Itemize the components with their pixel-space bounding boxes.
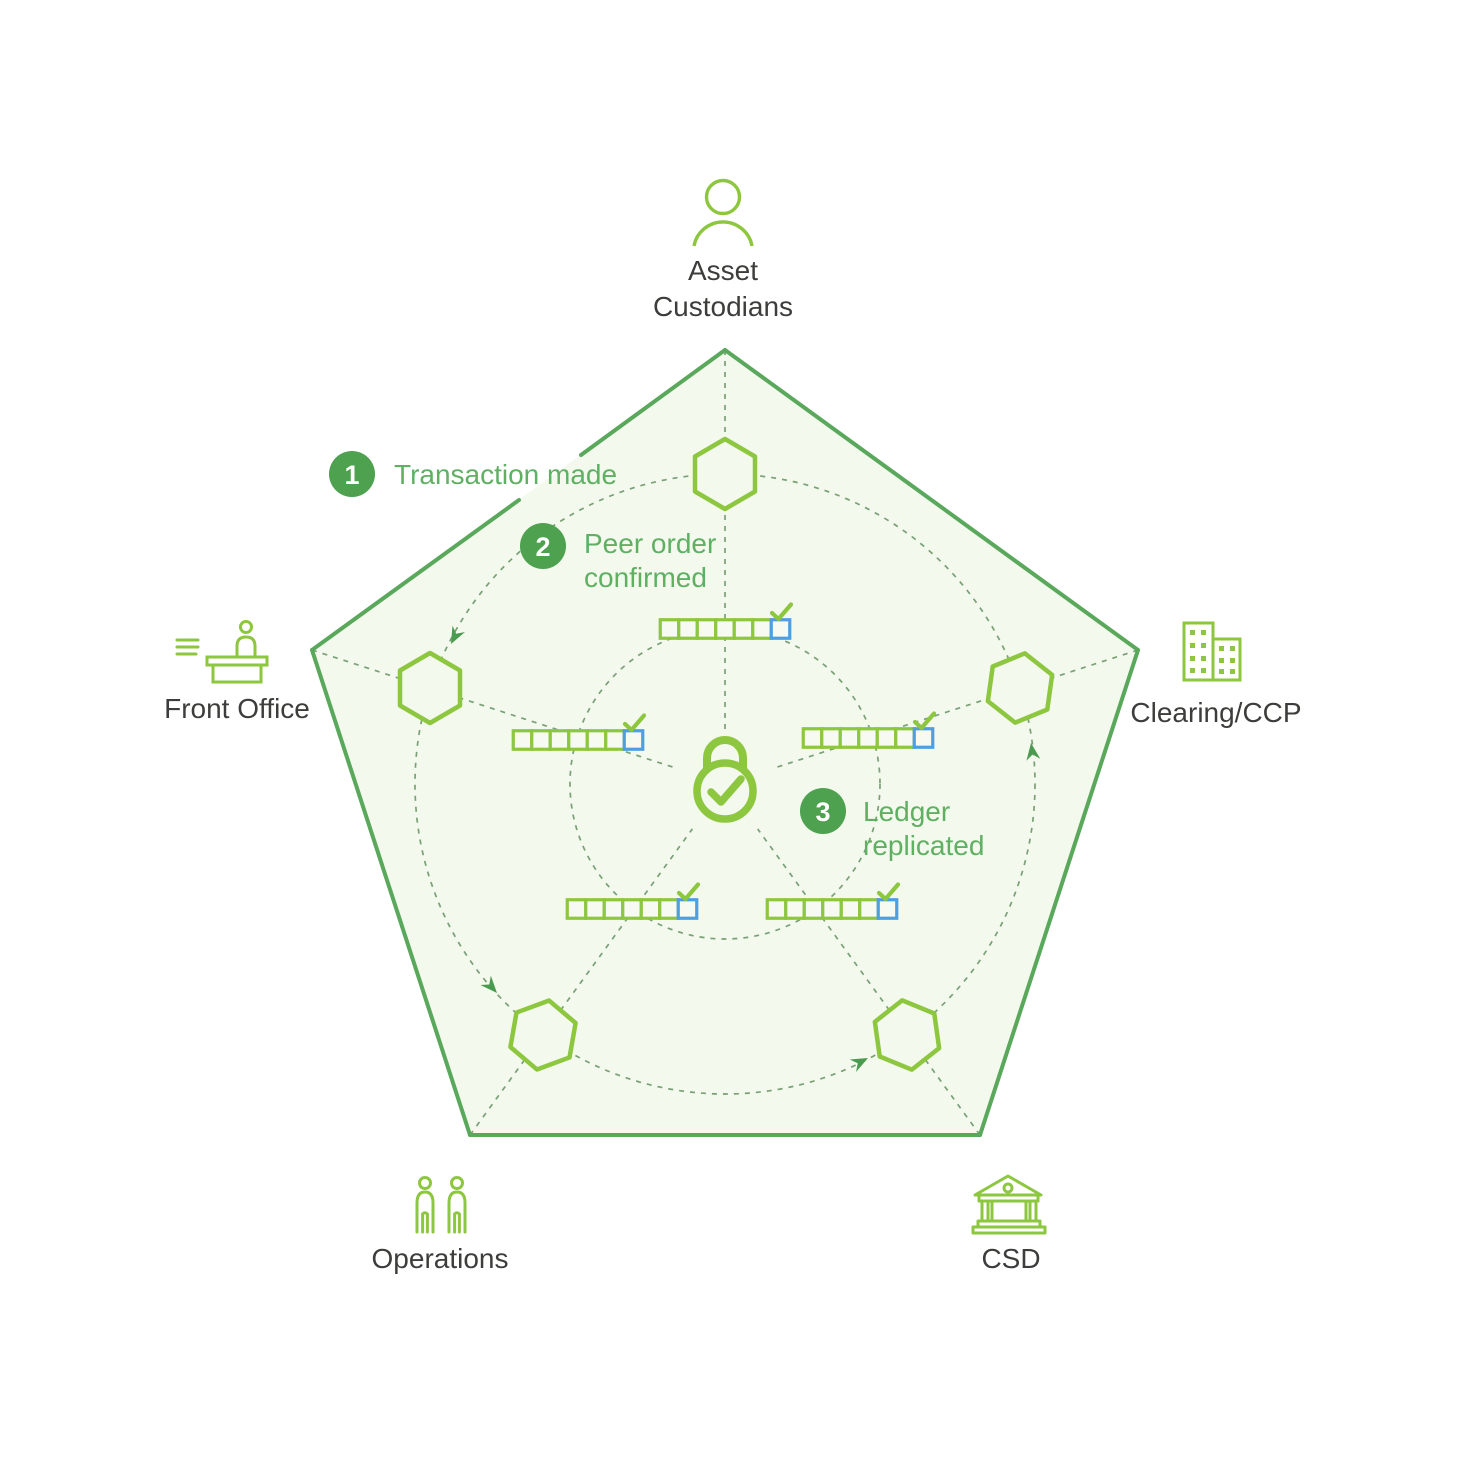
check-icon (622, 713, 647, 733)
ledger-rows (511, 602, 937, 920)
node-label-asset: Asset (688, 255, 758, 286)
check-icon (876, 882, 901, 902)
node-label-clearing-ccp: Clearing/CCP (1130, 697, 1301, 728)
ledger-row-right (801, 711, 937, 749)
ledger-blue-block (676, 898, 699, 920)
ledger-row-top (658, 602, 794, 640)
arrow-to-csd (849, 1058, 868, 1072)
lock-check-icon (671, 732, 779, 840)
node-front-office: Front Office (164, 620, 310, 724)
arrow-to-clearing (1026, 743, 1041, 761)
ledger-row-bottom-left (565, 882, 701, 920)
step-1-number: 1 (344, 460, 359, 490)
person-icon (692, 178, 754, 247)
front-desk-icon (175, 620, 269, 684)
flow-arrows (451, 625, 1041, 1072)
node-label-operations: Operations (372, 1243, 509, 1274)
node-operations: Operations (372, 1176, 509, 1274)
step-3-label-line2: replicated (863, 830, 984, 861)
two-people-icon (415, 1176, 467, 1234)
step-2: 2 Peer order confirmed (520, 523, 716, 593)
hexagon-node-top (692, 436, 758, 512)
buildings-icon (1182, 621, 1242, 682)
step-3-number: 3 (815, 797, 830, 827)
step-1-badge (329, 451, 375, 497)
hexagon-nodes (397, 436, 1055, 1072)
node-label-front-office: Front Office (164, 693, 310, 724)
step-2-label-line1: Peer order (584, 528, 716, 559)
step-2-number: 2 (535, 532, 550, 562)
step-1-label: Transaction made (394, 459, 617, 490)
ledger-row-bottom-right (765, 882, 901, 920)
step-3-label-line1: Ledger (863, 796, 950, 827)
node-asset-custodians: Asset Custodians (653, 178, 793, 322)
node-clearing-ccp: Clearing/CCP (1130, 621, 1302, 728)
node-csd: CSD (971, 1174, 1047, 1274)
node-label-custodians: Custodians (653, 291, 793, 322)
ledger-blue-block (876, 898, 899, 920)
hexagon-node-right (985, 651, 1055, 725)
check-icon (769, 602, 794, 622)
step-2-label-line2: confirmed (584, 562, 707, 593)
check-icon (676, 882, 701, 902)
arrow-to-front-office (451, 625, 465, 644)
hexagon-node-left (397, 650, 463, 726)
arrow-to-operations (480, 975, 497, 993)
step-3-badge (800, 788, 846, 834)
ledger-blue-block (769, 618, 792, 640)
hexagon-node-bottom-right (872, 998, 942, 1072)
bank-icon (971, 1174, 1047, 1235)
node-label-csd: CSD (981, 1243, 1040, 1274)
ledger-row-left (511, 713, 647, 751)
step-3: 3 Ledger replicated (800, 788, 984, 861)
step-2-badge (520, 523, 566, 569)
pentagon-border (310, 348, 1140, 1137)
check-icon (912, 711, 937, 731)
step-1: 1 Transaction made (329, 451, 617, 497)
outer-dashed-circle (414, 473, 1036, 1095)
ledger-blue-block (622, 729, 645, 751)
ledger-blue-block (912, 727, 935, 749)
hexagon-node-bottom-left (508, 998, 578, 1072)
